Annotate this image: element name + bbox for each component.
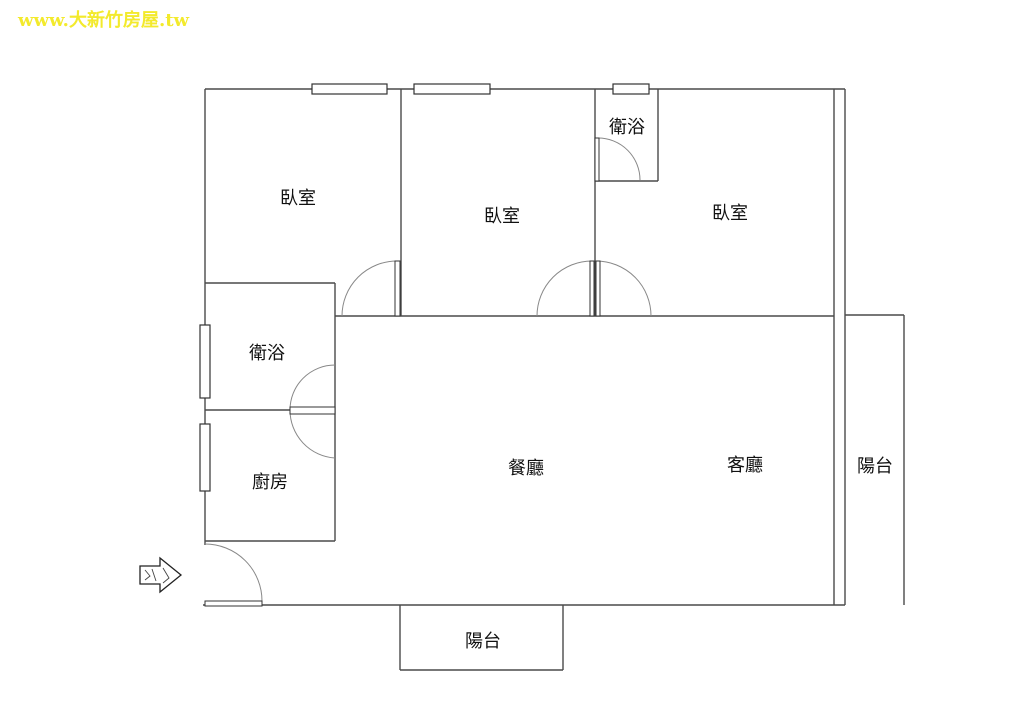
room-label-bath-top: 衛浴 (609, 117, 645, 138)
room-label-bedroom-middle: 臥室 (484, 206, 520, 227)
room-label-dining: 餐廳 (508, 458, 544, 479)
room-label-bedroom-left: 臥室 (280, 188, 316, 209)
room-label-kitchen: 廚房 (252, 471, 288, 493)
watermark-text: www.大新竹房屋.tw (18, 10, 190, 31)
room-label-bedroom-right: 臥室 (712, 203, 748, 224)
room-label-bath-left: 衛浴 (249, 343, 285, 364)
room-label-living: 客廳 (727, 455, 763, 476)
entrance-arrow-icon (139, 556, 183, 594)
room-label-balcony-right: 陽台 (857, 456, 893, 477)
door-swings (204, 137, 652, 602)
door-leaves (204, 137, 601, 607)
room-label-balcony-bottom: 陽台 (465, 631, 501, 652)
windows (199, 83, 650, 492)
walls (203, 88, 905, 671)
